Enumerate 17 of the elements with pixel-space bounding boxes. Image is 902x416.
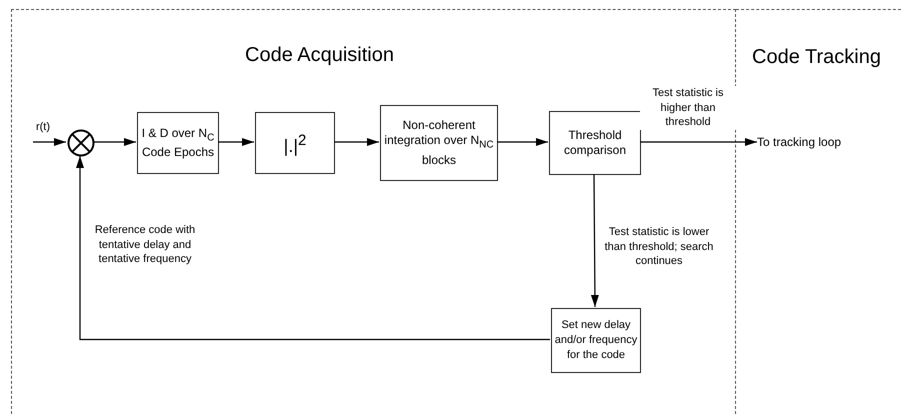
arrow bbox=[76, 156, 550, 340]
process-box: |.|$^{2}$ bbox=[255, 112, 335, 174]
arrow bbox=[33, 138, 66, 146]
arrow bbox=[334, 138, 379, 146]
arrow bbox=[497, 138, 548, 146]
arrow bbox=[94, 138, 136, 146]
arrow bbox=[640, 138, 757, 146]
process-box: Non-coherent integration over N$_{NC}$ blocks bbox=[380, 105, 498, 181]
process-box: I & D over N$_{C}$ Code Epochs bbox=[137, 112, 219, 174]
output-text: To tracking loop bbox=[757, 135, 867, 151]
process-box: Threshold comparison bbox=[549, 111, 641, 175]
process-box: Set new delay and/or frequency for the code bbox=[551, 308, 641, 373]
region-title: Code Tracking bbox=[752, 46, 881, 69]
arrow bbox=[590, 174, 599, 307]
arrow bbox=[218, 138, 254, 146]
region-title: Code Acquisition bbox=[245, 44, 394, 67]
edge-label: Test statistic is higher than threshold bbox=[640, 86, 736, 130]
